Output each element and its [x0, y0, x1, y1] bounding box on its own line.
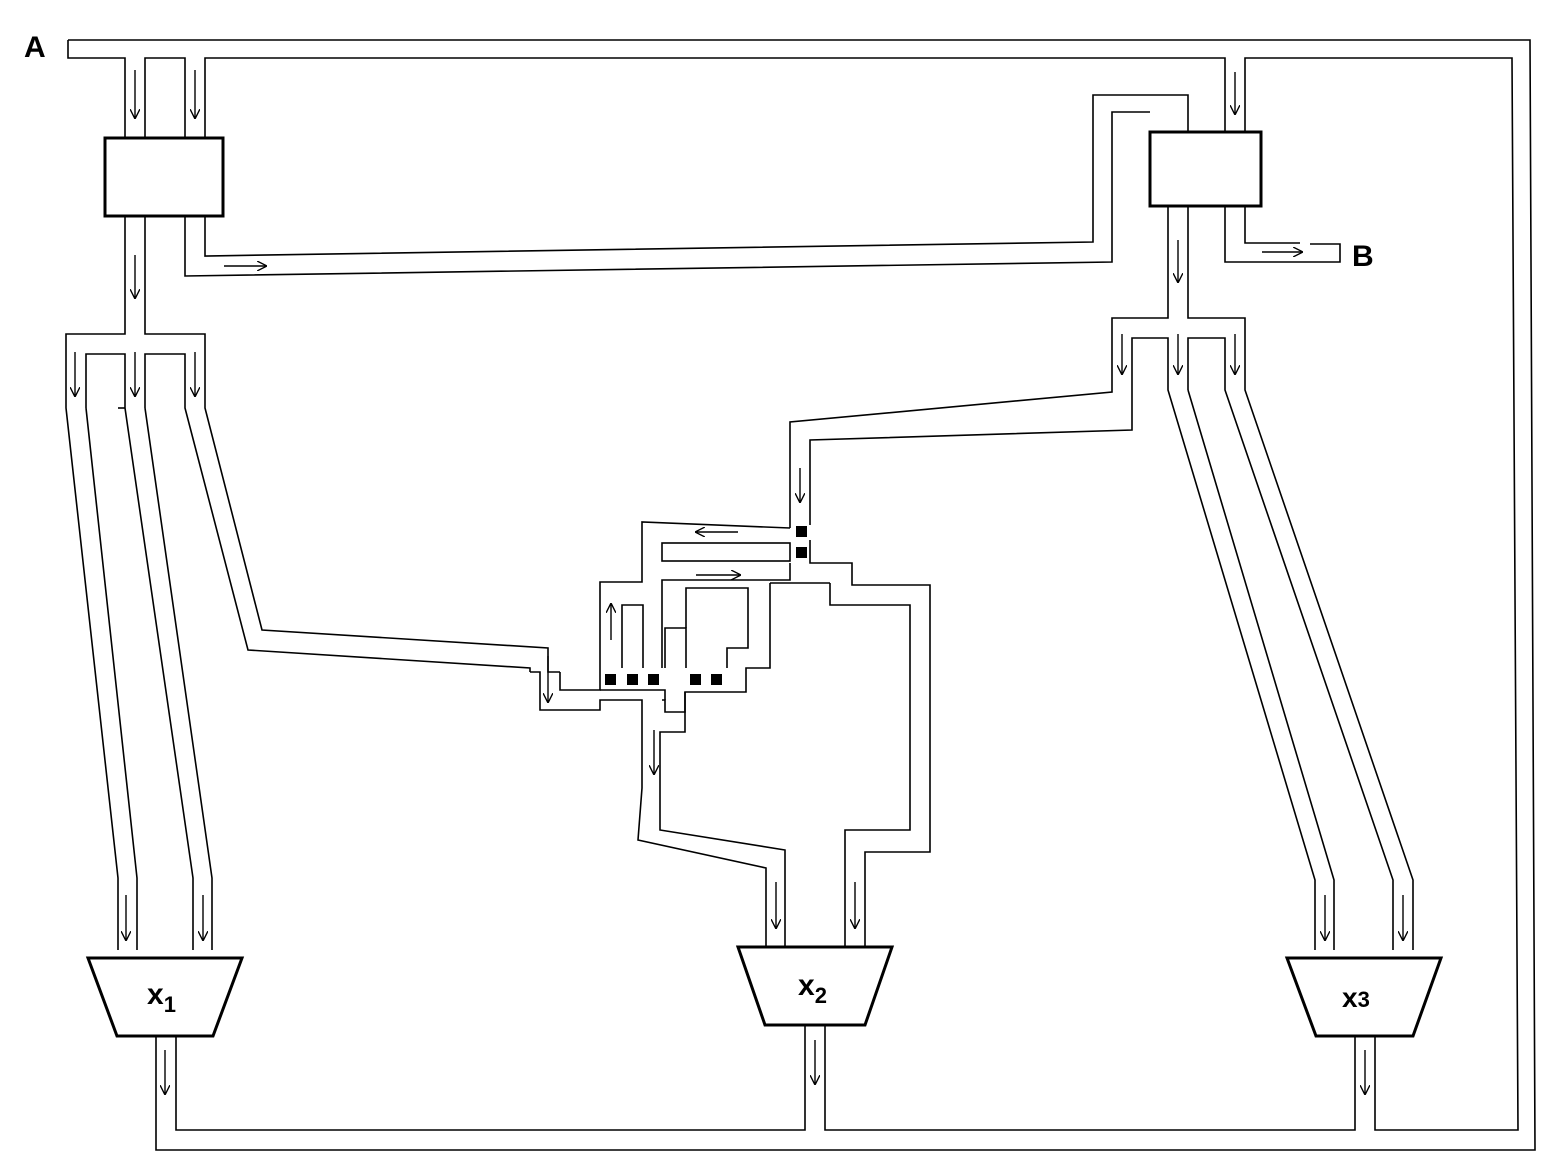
central-channel-network [530, 521, 931, 950]
flow-arrows [75, 70, 1403, 1094]
mixer-x1-label: x1 [147, 978, 176, 1017]
mixer-x1 [85, 956, 245, 1038]
splitter-box-right [1148, 130, 1263, 208]
valve-square [648, 674, 659, 685]
label-input-a: A [24, 31, 46, 64]
mixer-x2 [735, 945, 895, 1027]
output-channel-b [1224, 206, 1341, 263]
splitter-box-left [103, 136, 225, 218]
right-branch-channels [789, 206, 1414, 950]
valve-square [796, 547, 807, 558]
valve-square [605, 674, 616, 685]
mixer-x3-label: x3 [1342, 982, 1370, 1013]
valve-square [796, 526, 807, 537]
valve-markers [605, 526, 807, 685]
mixer-x2-label: x2 [798, 969, 827, 1008]
mixer-x3 [1284, 956, 1444, 1038]
left-branch-channels [65, 216, 560, 950]
label-output-b: B [1352, 240, 1374, 273]
valve-square [711, 674, 722, 685]
valve-square [690, 674, 701, 685]
outlet-channels [175, 1025, 1356, 1131]
input-channel-a [67, 39, 1536, 1151]
valve-square [627, 674, 638, 685]
channel-left-to-right-box [184, 94, 1189, 277]
